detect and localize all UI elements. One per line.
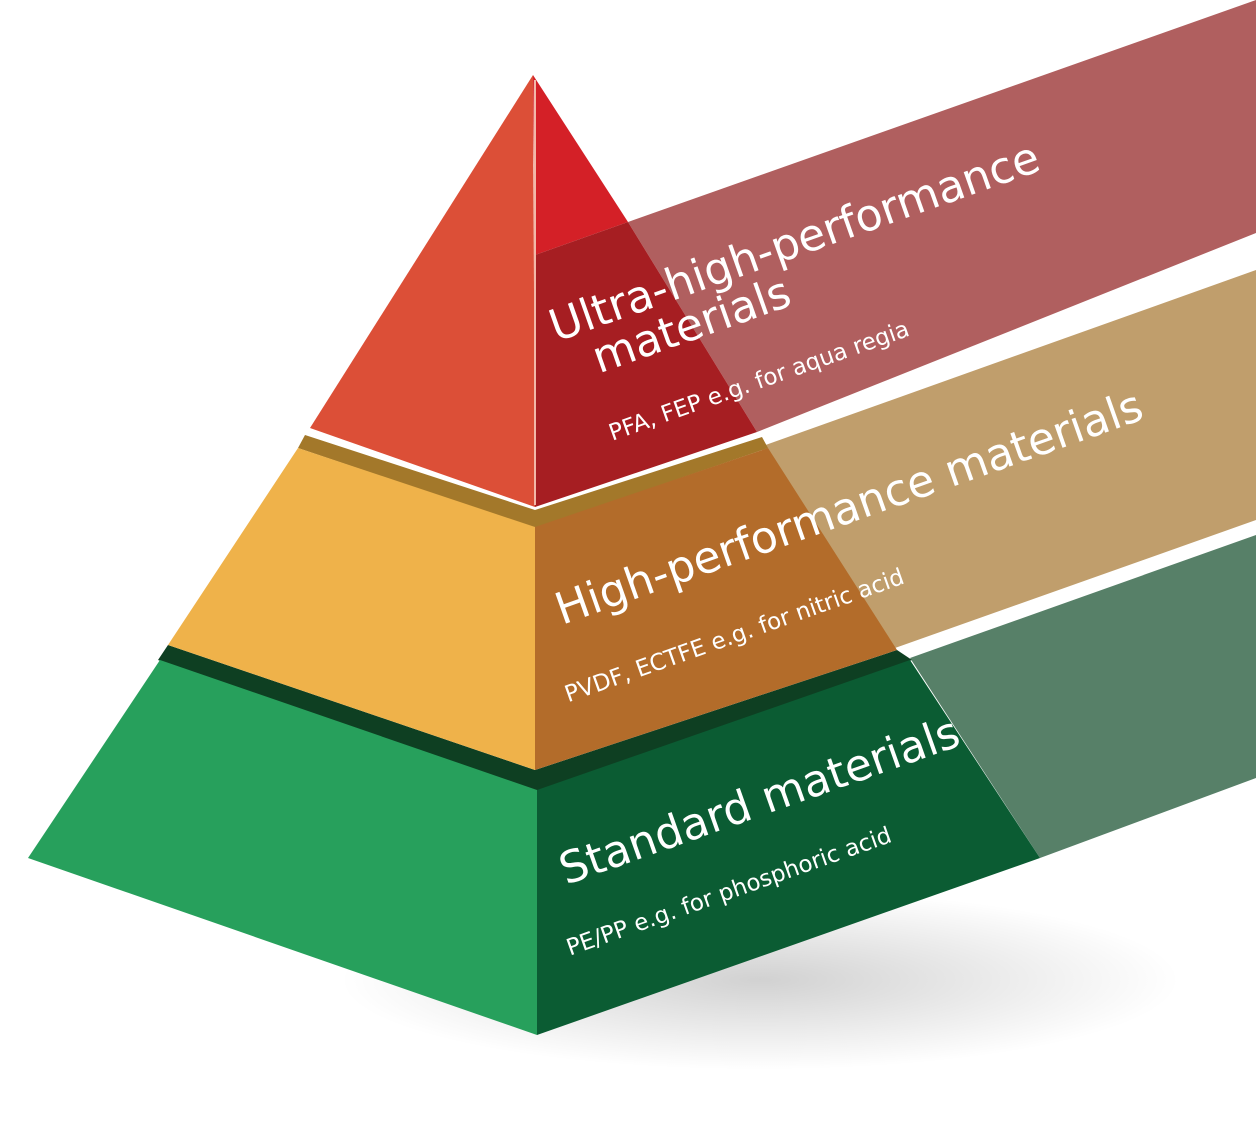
tier-standard-left [28,660,537,1035]
tier-ultra-left [310,75,535,507]
tier-standard-right [537,660,1040,1035]
tier-high-right [535,448,897,770]
gap-top [298,435,768,528]
tier-ultra-right-top [533,75,628,255]
tier-ultra-right [535,222,757,507]
tier-high-left [168,448,535,770]
band-ultra-high [628,0,1256,432]
band-high [760,270,1256,648]
band-standard [910,535,1256,858]
